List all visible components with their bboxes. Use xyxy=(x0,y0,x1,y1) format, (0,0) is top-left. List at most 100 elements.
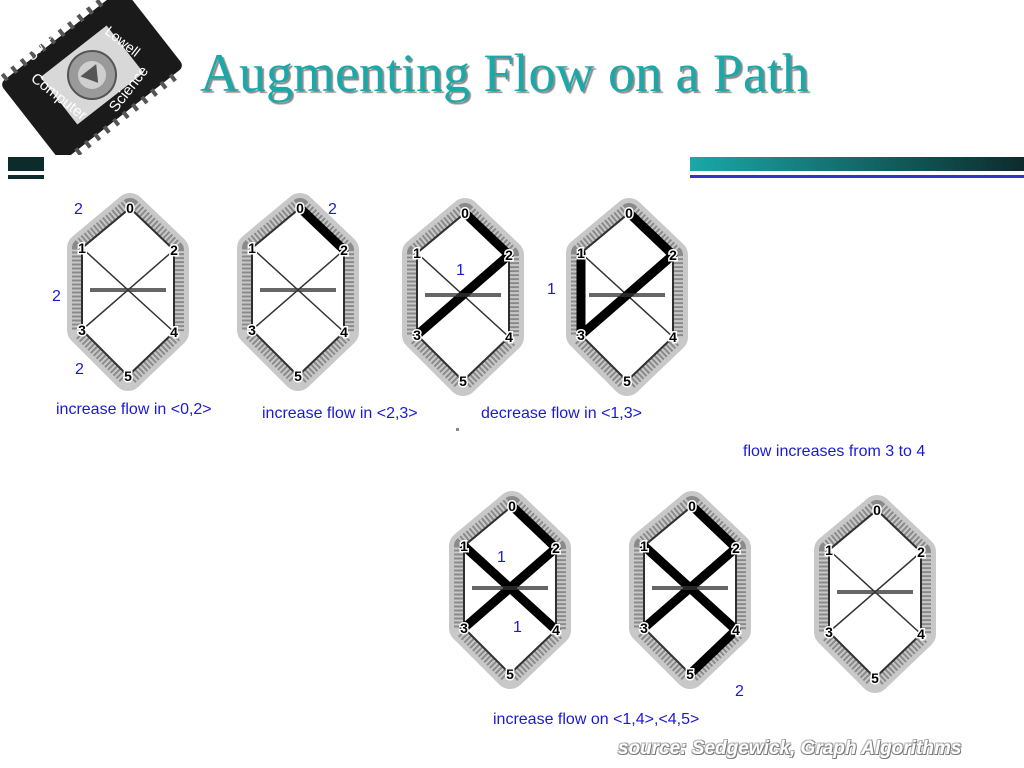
edge-3-5 xyxy=(81,329,129,377)
edge-0-2 xyxy=(624,208,678,260)
edge-0-1 xyxy=(81,207,131,249)
edge-0-1 xyxy=(580,212,630,254)
caption-step3: decrease flow in <1,3> xyxy=(481,405,642,422)
flow-label-g1-top: 2 xyxy=(74,201,83,218)
vertex-label-4: 4 xyxy=(732,622,740,638)
edge-2-3 xyxy=(459,543,561,633)
edge-0-2 xyxy=(876,509,922,553)
vertex-label-3: 3 xyxy=(460,620,468,636)
vertex-label-5: 5 xyxy=(623,373,631,389)
vertex-label-4: 4 xyxy=(505,329,513,345)
edge-4-5 xyxy=(127,331,175,377)
vertex-label-1: 1 xyxy=(460,538,468,554)
bar-right-teal xyxy=(690,157,1024,171)
flow-label-g1-bottom: 2 xyxy=(75,361,84,378)
vertex-label-2: 2 xyxy=(669,247,677,263)
edge-4-5 xyxy=(685,625,741,679)
edge-4-5 xyxy=(626,336,674,382)
vertex-label-5: 5 xyxy=(294,368,302,384)
vertex-label-5: 5 xyxy=(871,670,879,686)
vertex-label-0: 0 xyxy=(688,498,696,514)
edge-3-5 xyxy=(416,334,464,382)
vertex-label-5: 5 xyxy=(686,666,694,682)
vertex-label-4: 4 xyxy=(340,324,348,340)
graph-step3: 0 1 2 3 4 5 xyxy=(566,198,688,396)
edge-3-5 xyxy=(643,627,691,675)
edge-2-3 xyxy=(251,249,345,331)
graph-final: 0 1 2 3 4 5 xyxy=(814,495,936,693)
vertex-label-4: 4 xyxy=(669,329,677,345)
vertex-label-1: 1 xyxy=(825,542,833,558)
edge-2-3 xyxy=(81,249,175,331)
vertex-label-2: 2 xyxy=(505,247,513,263)
edge-0-2 xyxy=(507,501,561,553)
vertex-label-3: 3 xyxy=(577,327,585,343)
edge-0-2 xyxy=(129,207,175,251)
vertex-label-2: 2 xyxy=(917,544,925,560)
vertex-label-0: 0 xyxy=(126,200,134,216)
edge-0-1 xyxy=(251,207,301,249)
flow-label-g1-left: 2 xyxy=(52,288,61,305)
edge-3-5 xyxy=(463,627,511,675)
source-citation: source: Sedgewick, Graph Algorithms xyxy=(618,738,962,759)
vertex-label-3: 3 xyxy=(248,322,256,338)
flow-label-g6-bottom: 2 xyxy=(735,683,744,700)
edge-2-3 xyxy=(576,250,678,340)
edge-4-5 xyxy=(297,331,345,377)
vertex-label-5: 5 xyxy=(124,368,132,384)
flow-label-g5-lower: 1 xyxy=(513,619,522,636)
vertex-label-0: 0 xyxy=(873,502,881,518)
flow-label-g5-upper: 1 xyxy=(497,549,506,566)
vertex-label-4: 4 xyxy=(552,622,560,638)
edge-0-1 xyxy=(463,505,513,547)
vertex-label-5: 5 xyxy=(459,373,467,389)
vertex-label-2: 2 xyxy=(340,242,348,258)
vertex-label-4: 4 xyxy=(170,324,178,340)
vertex-label-0: 0 xyxy=(508,498,516,514)
bar-left-thin xyxy=(8,175,44,179)
bar-left-dark xyxy=(8,157,44,171)
vertex-label-3: 3 xyxy=(413,327,421,343)
vertex-label-2: 2 xyxy=(170,242,178,258)
edge-0-2 xyxy=(460,208,514,260)
bar-right-blue xyxy=(690,175,1024,178)
edge-2-3 xyxy=(639,543,741,633)
edge-2-3 xyxy=(828,551,922,633)
caption-step2: increase flow in <2,3> xyxy=(262,405,418,422)
vertex-label-1: 1 xyxy=(248,240,256,256)
header-bars xyxy=(8,157,1024,179)
caption-summary: flow increases from 3 to 4 xyxy=(743,443,926,460)
vertex-label-1: 1 xyxy=(413,245,421,261)
vertex-label-0: 0 xyxy=(296,200,304,216)
slide-title: Augmenting Flow on a Path xyxy=(200,43,809,103)
vertex-label-2: 2 xyxy=(732,540,740,556)
vertex-label-0: 0 xyxy=(625,205,633,221)
flow-label-g3-mid: 1 xyxy=(456,262,465,279)
edge-3-5 xyxy=(828,631,876,679)
edge-4-5 xyxy=(509,629,557,675)
graph-step1: 0 1 2 3 4 5 xyxy=(237,193,359,391)
vertex-label-3: 3 xyxy=(78,322,86,338)
vertex-label-3: 3 xyxy=(640,620,648,636)
edge-4-5 xyxy=(462,336,510,382)
flow-label-g4-left: 1 xyxy=(547,281,556,298)
edge-2-3 xyxy=(412,250,514,340)
vertex-label-5: 5 xyxy=(506,666,514,682)
graph-step4a: 0 1 2 3 4 5 xyxy=(449,491,571,689)
vertex-label-2: 2 xyxy=(552,540,560,556)
edge-0-1 xyxy=(643,505,693,547)
edge-0-2 xyxy=(295,203,349,255)
edge-3-5 xyxy=(251,329,299,377)
caption-step1: increase flow in <0,2> xyxy=(56,401,212,418)
vertex-label-4: 4 xyxy=(917,626,925,642)
speck xyxy=(456,428,459,431)
vertex-label-1: 1 xyxy=(577,245,585,261)
flow-label-g2-top: 2 xyxy=(328,201,337,218)
caption-step4: increase flow on <1,4>,<4,5> xyxy=(493,711,700,728)
vertex-label-3: 3 xyxy=(825,624,833,640)
edge-0-2 xyxy=(687,501,741,553)
